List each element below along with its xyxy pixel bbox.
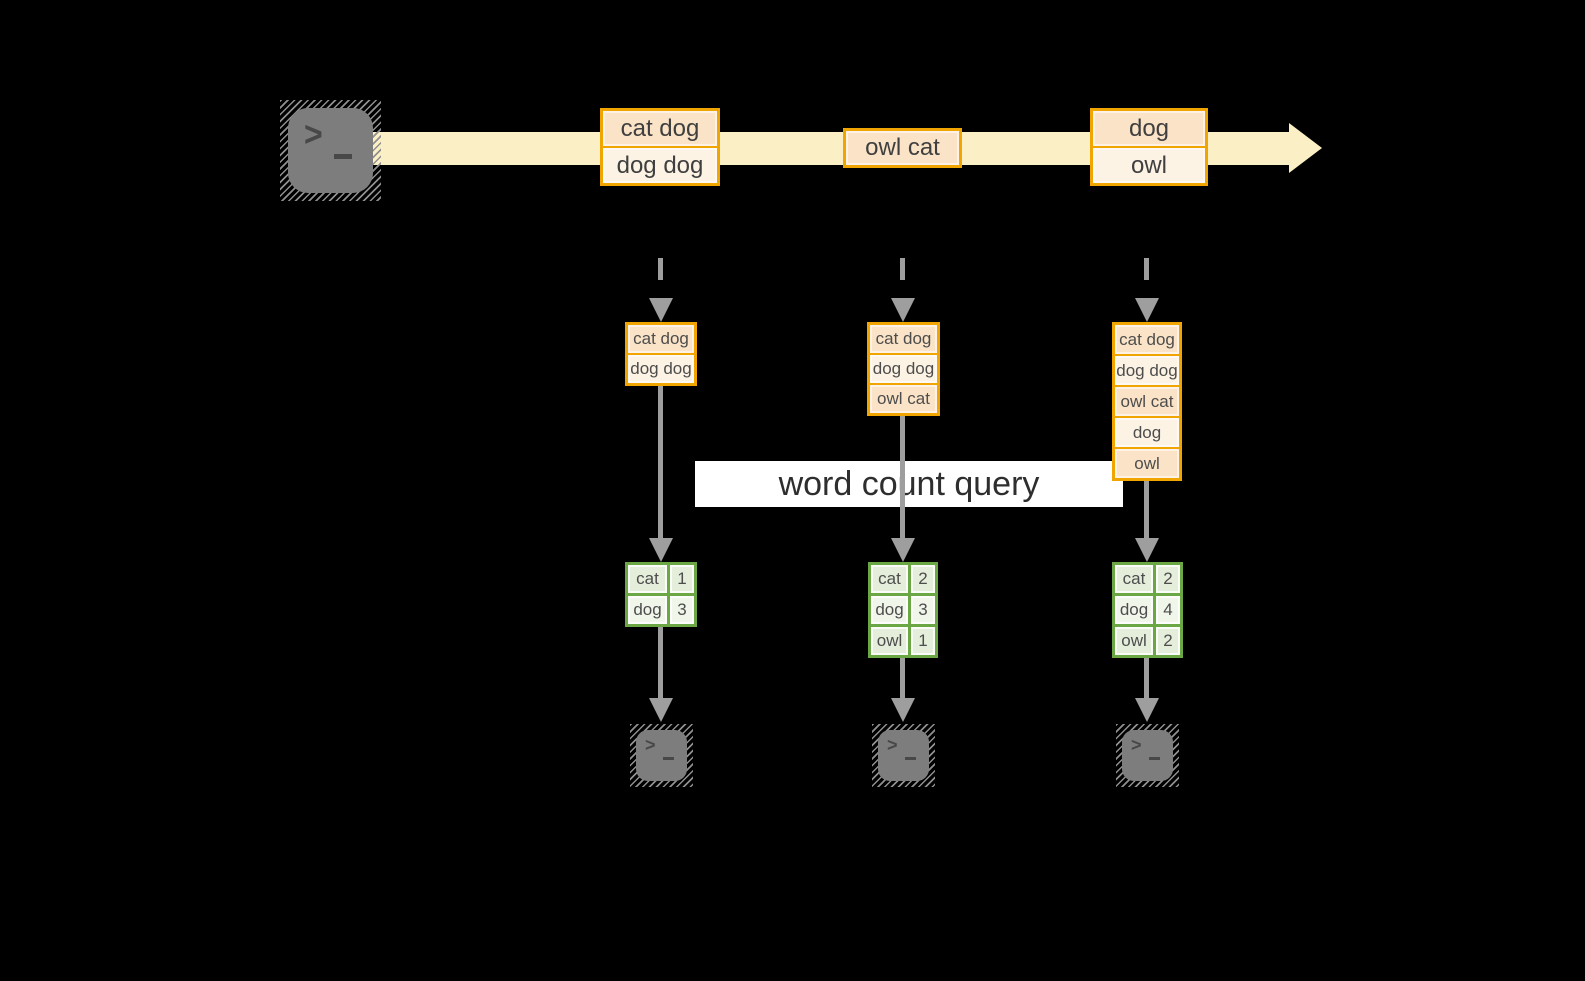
prompt-icon: > xyxy=(887,735,898,755)
table-count-cell: 3 xyxy=(670,596,694,624)
terminal-screen: > xyxy=(288,108,373,193)
wordcount-table-2: cat 2 dog 3 owl 1 xyxy=(868,562,938,658)
terminal-screen: > xyxy=(1122,730,1173,781)
terminal-screen: > xyxy=(878,730,929,781)
output-arrow-line-2 xyxy=(900,657,905,700)
output-arrow-head-1 xyxy=(649,698,673,722)
cursor-icon xyxy=(1149,757,1160,760)
stream-element: dog xyxy=(1115,418,1179,447)
terminal-icon: > xyxy=(1116,724,1179,787)
stream-element: owl cat xyxy=(1115,387,1179,416)
table-count-cell: 4 xyxy=(1156,596,1180,624)
query-arrow-head-3 xyxy=(1135,538,1159,562)
stream-element: cat dog xyxy=(603,111,717,146)
stream-element: owl cat xyxy=(870,385,937,413)
cursor-icon xyxy=(334,154,352,159)
table-count-cell: 2 xyxy=(1156,565,1180,593)
terminal-icon: > xyxy=(280,100,381,201)
query-banner: word count query xyxy=(695,461,1123,507)
accumulated-stack-3: cat dog dog dog owl cat dog owl xyxy=(1112,322,1182,481)
table-word-cell: owl xyxy=(871,627,908,655)
wordcount-table-1: cat 1 dog 3 xyxy=(625,562,697,627)
cursor-icon xyxy=(905,757,916,760)
batch-arrow-dashed-1 xyxy=(658,258,663,298)
batch-arrow-dashed-3 xyxy=(1144,258,1149,298)
table-count-cell: 1 xyxy=(911,627,935,655)
accumulated-stack-2: cat dog dog dog owl cat xyxy=(867,322,940,416)
batch-arrow-head-2 xyxy=(891,298,915,322)
table-word-cell: dog xyxy=(871,596,908,624)
batch-arrow-head-3 xyxy=(1135,298,1159,322)
stream-element: owl xyxy=(1093,148,1205,183)
output-arrow-line-1 xyxy=(658,626,663,700)
stream-element: dog dog xyxy=(1115,356,1179,385)
terminal-icon: > xyxy=(872,724,935,787)
table-word-cell: dog xyxy=(1115,596,1153,624)
stream-element: cat dog xyxy=(628,325,694,353)
prompt-icon: > xyxy=(645,735,656,755)
accumulated-stack-1: cat dog dog dog xyxy=(625,322,697,386)
stream-element: cat dog xyxy=(870,325,937,353)
table-word-cell: dog xyxy=(628,596,667,624)
output-arrow-head-3 xyxy=(1135,698,1159,722)
stream-element: cat dog xyxy=(1115,325,1179,354)
stream-element: owl cat xyxy=(846,131,959,165)
query-arrow-line-1 xyxy=(658,385,663,540)
table-count-cell: 1 xyxy=(670,565,694,593)
table-word-cell: cat xyxy=(1115,565,1153,593)
table-count-cell: 2 xyxy=(1156,627,1180,655)
cursor-icon xyxy=(663,757,674,760)
stream-element: dog dog xyxy=(870,355,937,383)
stream-element: dog xyxy=(1093,111,1205,146)
output-arrow-line-3 xyxy=(1144,657,1149,700)
terminal-icon: > xyxy=(630,724,693,787)
terminal-screen: > xyxy=(636,730,687,781)
stream-element: dog dog xyxy=(603,148,717,183)
query-arrow-head-1 xyxy=(649,538,673,562)
stream-element: owl xyxy=(1115,449,1179,478)
query-banner-label: word count query xyxy=(778,464,1040,503)
table-count-cell: 3 xyxy=(911,596,935,624)
stream-batch-1: cat dog dog dog xyxy=(600,108,720,186)
batch-arrow-dashed-2 xyxy=(900,258,905,298)
query-arrow-head-2 xyxy=(891,538,915,562)
table-word-cell: cat xyxy=(628,565,667,593)
table-count-cell: 2 xyxy=(911,565,935,593)
prompt-icon: > xyxy=(304,114,323,154)
prompt-icon: > xyxy=(1131,735,1142,755)
stream-element: dog dog xyxy=(628,355,694,383)
output-arrow-head-2 xyxy=(891,698,915,722)
batch-arrow-head-1 xyxy=(649,298,673,322)
stream-batch-3: dog owl xyxy=(1090,108,1208,186)
query-arrow-line-2 xyxy=(900,414,905,540)
table-word-cell: owl xyxy=(1115,627,1153,655)
stream-batch-2: owl cat xyxy=(843,128,962,168)
stream-arrow-head xyxy=(1289,123,1322,173)
table-word-cell: cat xyxy=(871,565,908,593)
query-arrow-line-3 xyxy=(1144,479,1149,540)
wordcount-table-3: cat 2 dog 4 owl 2 xyxy=(1112,562,1183,658)
